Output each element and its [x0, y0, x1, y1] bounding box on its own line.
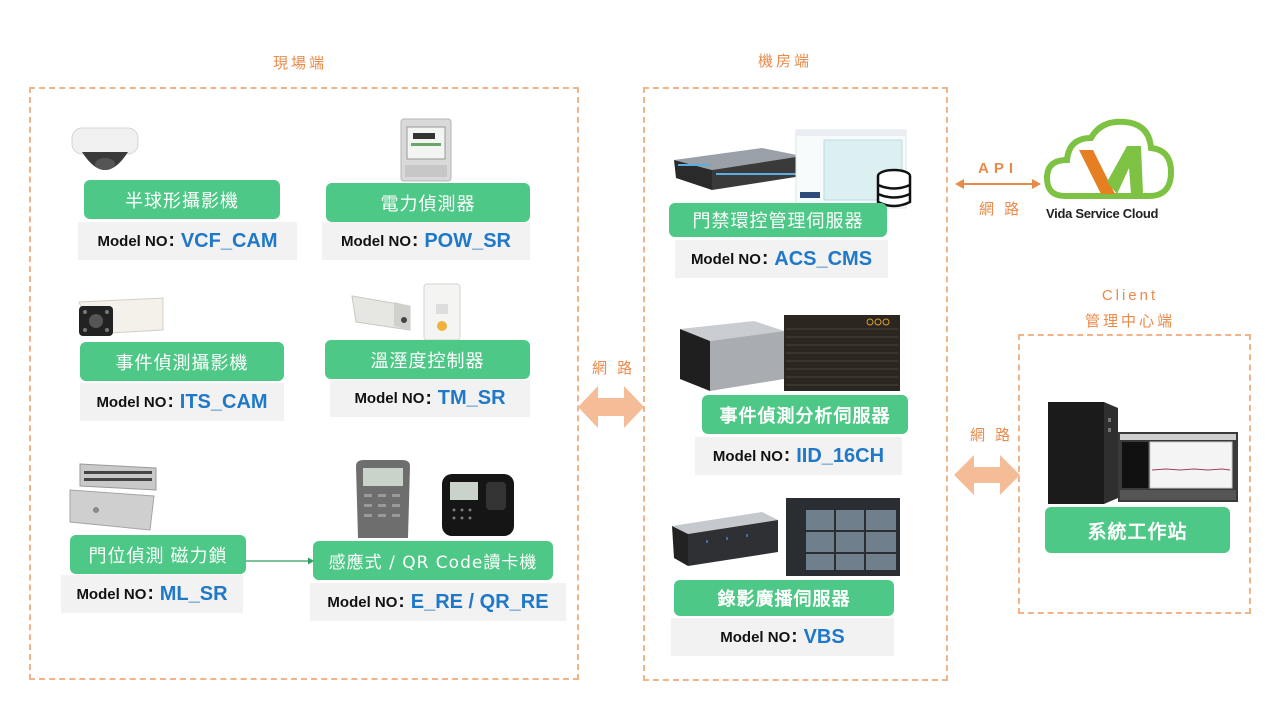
field-device-label-temp-humidity: 溫溼度控制器: [325, 340, 530, 379]
server-label-vbs: 錄影廣播伺服器: [674, 580, 894, 616]
client-label-workstation: 系統工作站: [1045, 507, 1230, 553]
model-value: TM_SR: [437, 387, 506, 409]
field-device-label-card-reader: 感應式 / QR Code讀卡機: [313, 541, 553, 580]
model-label: Model NO: [354, 390, 425, 407]
server-label-iid: 事件偵測分析伺服器: [702, 395, 908, 434]
field-device-model-magnetic-lock: Model NO: ML_SR: [61, 575, 243, 613]
network-label-server-client: 網 路: [970, 427, 1014, 444]
zone-title-client-line1: Client: [1101, 287, 1159, 304]
api-label: API: [978, 160, 1019, 177]
server-model-acs: Model NO: ACS_CMS: [675, 240, 888, 278]
card-reader-icon: [356, 460, 514, 538]
model-value: ML_SR: [159, 582, 228, 605]
server-model-vbs: Model NO: VBS: [671, 618, 894, 656]
zone-title-server-room: 機房端: [757, 53, 812, 70]
model-value: ACS_CMS: [774, 247, 873, 270]
power-meter-icon: [400, 118, 452, 182]
server-label-acs: 門禁環控管理伺服器: [669, 203, 887, 237]
field-device-label-power-meter: 電力偵測器: [326, 183, 530, 222]
model-label: Model NO: [327, 593, 398, 611]
zone-title-client-line2: 管理中心端: [1084, 313, 1175, 330]
field-device-model-card-reader: Model NO: E_RE / QR_RE: [310, 583, 566, 621]
field-zone: [29, 87, 579, 680]
field-device-label-bullet-camera: 事件偵測攝影機: [80, 342, 284, 381]
double-arrow-field-server-icon: [578, 386, 644, 428]
vida-cloud-logo-icon: [1043, 118, 1175, 199]
model-label: Model NO: [720, 628, 791, 646]
model-label: Model NO: [712, 447, 783, 465]
model-value: VCF_CAM: [180, 229, 278, 252]
workstation-icon: [1048, 402, 1238, 504]
field-device-model-power-meter: Model NO: POW_SR: [322, 222, 530, 260]
field-device-model-bullet-camera: Model NO: ITS_CAM: [80, 383, 284, 421]
model-value: VBS: [803, 625, 845, 648]
network-label-field-server: 網 路: [592, 360, 636, 377]
model-value: POW_SR: [424, 229, 511, 252]
temp-humidity-sensor-icon: [351, 283, 461, 341]
recording-server-icon: [672, 498, 900, 576]
server-room-zone: [643, 87, 948, 681]
zone-title-field: 現場端: [272, 55, 327, 72]
model-value: E_RE / QR_RE: [410, 590, 549, 613]
model-value: ITS_CAM: [179, 390, 268, 413]
model-label: Model NO: [76, 585, 147, 603]
model-value: IID_16CH: [796, 444, 885, 467]
magnetic-lock-icon: [69, 463, 157, 531]
api-network-label: 網 路: [979, 201, 1023, 218]
model-label: Model NO: [340, 232, 411, 250]
model-label: Model NO: [690, 250, 761, 268]
server-model-iid: Model NO: IID_16CH: [695, 437, 902, 475]
double-arrow-server-client-icon: [954, 455, 1020, 495]
vida-cloud-name: Vida Service Cloud: [1046, 206, 1159, 221]
analysis-server-icon: [680, 315, 900, 391]
model-label: Model NO: [96, 393, 167, 411]
rack-server-icon: [674, 129, 912, 209]
api-double-arrow-icon: [955, 179, 1041, 189]
field-device-model-dome-camera: Model NO: VCF_CAM: [78, 222, 297, 260]
field-device-label-dome-camera: 半球形攝影機: [84, 180, 280, 219]
lock-to-reader-connector: [246, 557, 314, 565]
dome-camera-icon: [71, 127, 139, 170]
bullet-camera-icon: [78, 297, 164, 336]
model-label: Model NO: [97, 232, 168, 250]
field-device-model-temp-humidity: Model NO: TM_SR: [330, 380, 530, 417]
field-device-label-magnetic-lock: 門位偵測 磁力鎖: [70, 535, 246, 574]
